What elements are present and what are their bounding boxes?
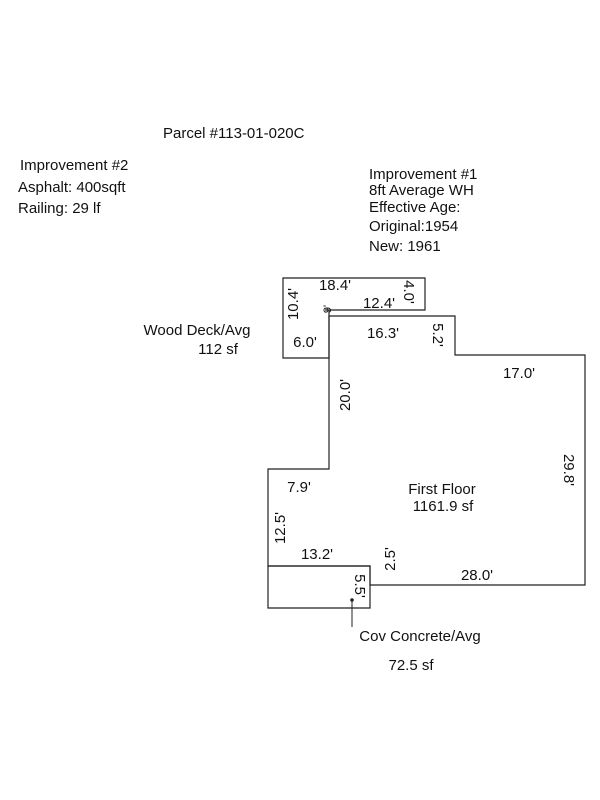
floor-dim-2-5: 2.5' <box>382 547 399 571</box>
first-floor-outline <box>267 315 586 586</box>
parcel-number: Parcel #113-01-020C <box>163 125 305 142</box>
improvement1-type: 8ft Average WH <box>369 182 474 199</box>
floor-dim-16-3: 16.3' <box>367 325 399 342</box>
floor-dim-7-9: 7.9' <box>287 479 311 496</box>
deck-dim-top: 18.4' <box>319 277 351 294</box>
improvement2-railing: Railing: 29 lf <box>18 200 101 217</box>
deck-dim-right: 4.0' <box>400 280 417 304</box>
floor-dim-20-0: 20.0' <box>337 379 354 411</box>
improvement1-original: Original:1954 <box>369 218 459 235</box>
improvement1-effective-age: Effective Age: <box>369 199 461 216</box>
improvement2-asphalt: Asphalt: 400sqft <box>18 179 126 196</box>
improvement1-new: New: 1961 <box>369 238 441 255</box>
deck-area: 112 sf <box>198 341 239 358</box>
deck-label: Wood Deck/Avg <box>144 322 251 339</box>
covered-porch-outline <box>267 565 371 609</box>
porch-area: 72.5 sf <box>388 657 434 674</box>
floor-dim-17-0: 17.0' <box>503 365 535 382</box>
improvement1-title: Improvement #1 <box>369 166 478 183</box>
porch-dim-5-5: 5.5' <box>351 574 368 598</box>
deck-dim-small: 9' <box>322 305 334 313</box>
porch-leader-dot <box>350 598 354 602</box>
improvement2-title: Improvement #2 <box>20 157 129 174</box>
floor-dim-29-8: 29.8' <box>560 454 577 486</box>
deck-dim-left: 10.4' <box>285 288 302 320</box>
floor-dim-13-2: 13.2' <box>301 546 333 563</box>
first-floor-area: 1161.9 sf <box>413 498 474 515</box>
porch-label: Cov Concrete/Avg <box>359 628 480 645</box>
first-floor-label: First Floor <box>408 481 476 498</box>
floor-dim-12-5: 12.5' <box>272 512 289 544</box>
deck-dim-inner: 12.4' <box>363 295 395 312</box>
floor-dim-28-0: 28.0' <box>461 567 493 584</box>
floor-dim-5-2: 5.2' <box>429 323 446 347</box>
deck-dim-bottom: 6.0' <box>293 334 317 351</box>
